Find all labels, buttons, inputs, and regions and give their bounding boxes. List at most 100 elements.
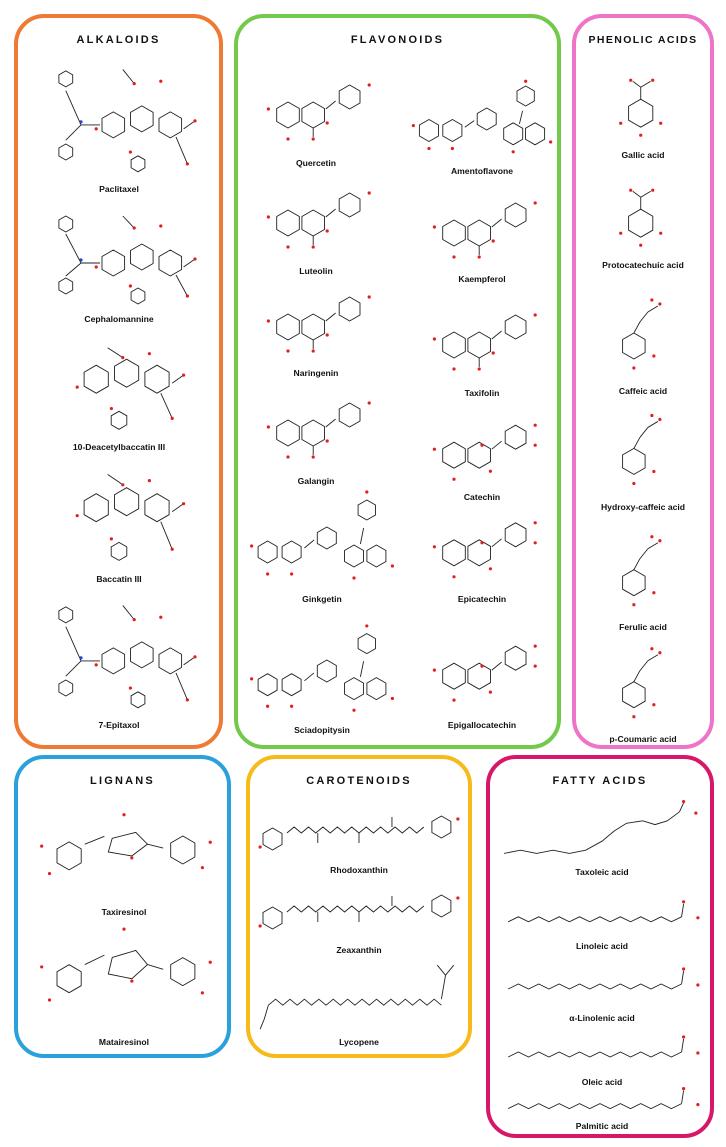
compound-cephalomannine: Cephalomannine bbox=[24, 208, 214, 328]
compound-label: Hydroxy-caffeic acid bbox=[600, 502, 686, 512]
compound-galangin: Galangin bbox=[246, 396, 386, 492]
compound-taxoleic-acid: Taxoleic acid bbox=[500, 799, 704, 883]
compound-label: Taxoleic acid bbox=[575, 867, 629, 877]
compound-kaempferol: Kaempferol bbox=[412, 198, 552, 290]
compound-label: Epigallocatechin bbox=[447, 720, 517, 730]
compound-label: p-Coumaric acid bbox=[609, 734, 677, 744]
compound-label: Quercetin bbox=[295, 158, 337, 168]
taxane-structure-icon bbox=[58, 69, 197, 173]
compound-label: 10-Deacetylbaccatin III bbox=[72, 442, 166, 452]
compound-label: Rhodoxanthin bbox=[330, 865, 388, 875]
alkaloids-panel: ALKALOIDS Paclitaxel Cephalomannine 10-D… bbox=[14, 14, 223, 749]
compound-sciadopitysin: Sciadopitysin bbox=[242, 622, 402, 742]
compound-label: Kaempferol bbox=[458, 274, 506, 284]
flavanol-icon bbox=[432, 423, 537, 481]
compound-oleic-acid: Oleic acid bbox=[500, 1033, 704, 1091]
compound-label: Cephalomannine bbox=[84, 314, 154, 324]
polyene-chain-icon bbox=[258, 894, 460, 930]
propanoic-acid-icon bbox=[622, 413, 662, 486]
compound-quercetin: Quercetin bbox=[246, 78, 386, 174]
flavanol-icon bbox=[432, 521, 537, 579]
flavonoids-panel: FLAVONOIDS Quercetin Luteolin Naringenin… bbox=[234, 14, 561, 749]
compound-epicatechin: Epicatechin bbox=[412, 508, 552, 610]
compound-taxiresinol: Taxiresinol bbox=[26, 803, 222, 923]
compound-label: Matairesinol bbox=[98, 1037, 150, 1047]
compound-label: Palmitic acid bbox=[575, 1121, 629, 1131]
biflavone-icon bbox=[250, 624, 394, 712]
taxane-structure-icon bbox=[58, 605, 197, 709]
fatty-acids-panel: FATTY ACIDS Taxoleic acid Linoleic acid … bbox=[486, 755, 714, 1138]
compound-label: Ferulic acid bbox=[619, 622, 667, 632]
panel-title: FLAVONOIDS bbox=[350, 34, 445, 46]
compound-baccatin-iii: Baccatin III bbox=[24, 464, 214, 588]
compound-protocatechuic-acid: Protocatechuic acid bbox=[586, 174, 700, 278]
compound-ginkgetin: Ginkgetin bbox=[242, 488, 402, 610]
biflavone-icon bbox=[250, 490, 394, 580]
polyene-chain-icon bbox=[258, 815, 460, 851]
cinnamic-acid-icon bbox=[622, 535, 662, 607]
compound-label: Sciadopitysin bbox=[294, 725, 350, 735]
flavonol-icon bbox=[266, 401, 371, 459]
compound-hydroxy-caffeic-acid: Hydroxy-caffeic acid bbox=[586, 400, 700, 520]
compound-luteolin: Luteolin bbox=[246, 186, 386, 282]
fatty-acid-chain-icon bbox=[507, 1087, 700, 1110]
compound-label: Ginkgetin bbox=[302, 594, 342, 604]
flavanol-icon bbox=[432, 644, 537, 702]
panel-title: LIGNANS bbox=[90, 775, 155, 787]
compound-label: Amentoflavone bbox=[450, 166, 514, 176]
compound-catechin: Catechin bbox=[412, 416, 552, 508]
compound-gallic-acid: Gallic acid bbox=[586, 64, 700, 168]
flavonol-icon bbox=[266, 83, 371, 141]
taxane-core-icon bbox=[75, 347, 186, 430]
compound-ferulic-acid: Ferulic acid bbox=[586, 520, 700, 640]
compound-label: Oleic acid bbox=[581, 1077, 623, 1087]
compound-label: Zeaxanthin bbox=[336, 945, 382, 955]
compound-lycopene: Lycopene bbox=[256, 963, 462, 1053]
compound-alpha-linolenic-acid: α-Linolenic acid bbox=[500, 965, 704, 1025]
fatty-acid-chain-icon bbox=[503, 799, 698, 854]
flavanonol-icon bbox=[432, 313, 537, 371]
phenolic-acids-panel: PHENOLIC ACIDS Gallic acid Protocatechui… bbox=[572, 14, 714, 749]
fatty-acid-chain-icon bbox=[507, 900, 700, 923]
compound-rhodoxanthin: Rhodoxanthin bbox=[256, 805, 462, 883]
compound-label: Protocatechuic acid bbox=[602, 260, 684, 270]
compound-label: Gallic acid bbox=[621, 150, 665, 160]
compound-epigallocatechin: Epigallocatechin bbox=[412, 628, 552, 738]
biflavone-icon bbox=[411, 79, 553, 154]
compound-taxifolin: Taxifolin bbox=[412, 308, 552, 404]
compound-label: Paclitaxel bbox=[99, 184, 139, 194]
compound-label: Linoleic acid bbox=[575, 941, 629, 951]
compound-label: Galangin bbox=[297, 476, 335, 486]
compound-amentoflavone: Amentoflavone bbox=[404, 78, 560, 182]
compound-10-deacetylbaccatin-iii: 10-Deacetylbaccatin III bbox=[24, 338, 214, 456]
compound-naringenin: Naringenin bbox=[246, 292, 386, 384]
lignan-structure-icon bbox=[40, 927, 212, 1002]
compound-zeaxanthin: Zeaxanthin bbox=[256, 883, 462, 963]
compound-7-epitaxol: 7-Epitaxol bbox=[24, 596, 214, 736]
compound-matairesinol: Matairesinol bbox=[26, 915, 222, 1055]
benzoic-acid-icon bbox=[619, 188, 663, 247]
compound-label: 7-Epitaxol bbox=[98, 720, 140, 730]
flavonol-icon bbox=[432, 201, 537, 259]
flavanone-icon bbox=[266, 295, 371, 353]
taxane-core-icon bbox=[75, 474, 186, 561]
compound-label: Caffeic acid bbox=[618, 386, 668, 396]
taxane-structure-icon bbox=[58, 215, 197, 305]
polyene-chain-icon bbox=[259, 964, 455, 1030]
panel-title: FATTY ACIDS bbox=[552, 775, 648, 787]
compound-label: Luteolin bbox=[299, 266, 333, 276]
cinnamic-acid-icon bbox=[622, 647, 662, 719]
compound-label: Baccatin III bbox=[96, 574, 142, 584]
compound-label: Catechin bbox=[463, 492, 501, 502]
fatty-acid-chain-icon bbox=[507, 967, 700, 990]
compound-paclitaxel: Paclitaxel bbox=[24, 60, 214, 200]
compound-p-coumaric-acid: p-Coumaric acid bbox=[586, 632, 700, 752]
panel-title: ALKALOIDS bbox=[76, 34, 161, 46]
compound-linoleic-acid: Linoleic acid bbox=[500, 899, 704, 955]
panel-title: PHENOLIC ACIDS bbox=[588, 34, 698, 46]
fatty-acid-chain-icon bbox=[507, 1035, 700, 1058]
carotenoids-panel: CAROTENOIDS Rhodoxanthin Zeaxanthin Lyco… bbox=[246, 755, 472, 1058]
cinnamic-acid-icon bbox=[622, 298, 662, 370]
flavone-icon bbox=[266, 191, 371, 249]
compound-caffeic-acid: Caffeic acid bbox=[586, 282, 700, 404]
